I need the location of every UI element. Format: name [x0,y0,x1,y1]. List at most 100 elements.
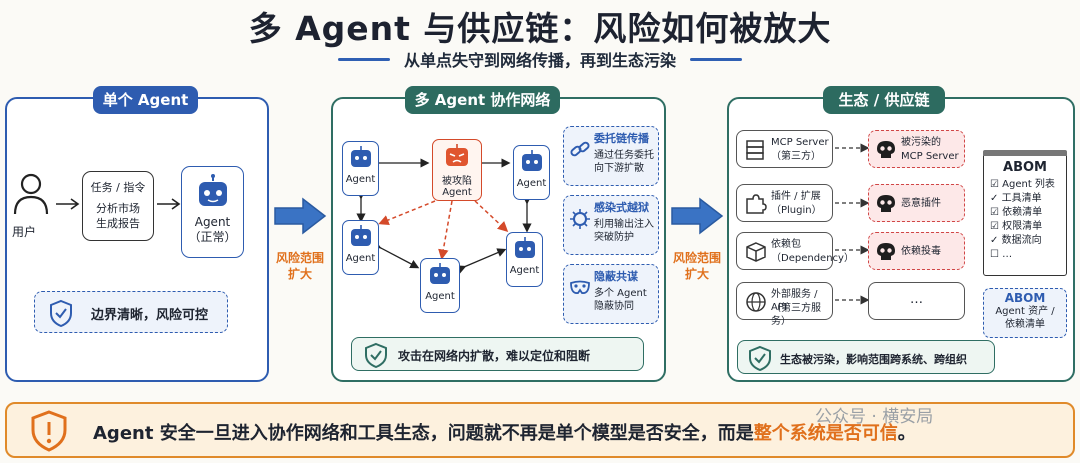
arrow-right-icon [56,198,80,210]
check-icon: ✓ [990,193,999,204]
agent-node-2: Agent [513,145,550,200]
robot-icon [430,263,450,284]
card-line2: 突破防护 [594,232,634,243]
abom-tag-line1: Agent 资产 / [995,306,1055,317]
supply-item-mcp: MCP Server （第三方） [736,130,833,168]
globe-icon [746,292,766,312]
link-icon [570,141,590,157]
virus-icon [570,209,590,229]
card-line1: 多个 Agent [594,288,647,299]
risk-item-mcp: 被污染的 MCP Server [868,130,965,168]
panel1-note-text: 边界清晰，风险可控 [91,308,209,323]
abom-tag: ABOM Agent 资产 / 依赖清单 [983,288,1067,338]
card-delegation: 委托链传播 通过任务委托 向下游扩散 [563,126,659,186]
card-title: 委托链传播 [594,132,649,145]
arrow2-line2: 扩大 [684,267,709,281]
supply-item-api: 外部服务 / API （第三方服务） [736,282,833,327]
shield-alert-icon [31,410,67,452]
robot-icon [350,146,371,167]
abom-tag-title: ABOM [1004,291,1046,305]
robot-icon [521,150,542,171]
panel2-note-text: 攻击在网络内扩散，难以定位和阻断 [398,349,591,363]
bottom-text-highlight: 整个系统是否可信 [753,423,898,444]
risk-line1: 依赖投毒 [901,246,941,257]
subtitle-wrap: 从单点失守到网络传播，再到生态污染 [0,47,1080,71]
task-line3: 生成报告 [96,217,140,230]
panel-supply-chain-tag: 生态 / 供应链 [823,86,945,114]
subtitle-line-right [690,58,742,61]
abom-item-label: 权限清单 [1002,221,1043,232]
big-arrow-icon [274,197,327,235]
checkbox-icon: ☑ [990,221,999,232]
robot-icon [198,174,227,206]
big-arrow-icon [671,197,724,235]
puzzle-icon [746,194,767,214]
arrow-right-icon [157,198,181,210]
supply-item-line2: （第三方服务） [771,303,821,327]
card-collusion: 隐蔽共谋 多个 Agent 隐蔽协同 [563,264,659,324]
task-line1: 任务 / 指令 [90,181,146,194]
supply-item-line1: 外部服务 / API [771,289,818,313]
supply-item-line2: （第三方） [771,151,821,162]
check-icon: ✓ [990,235,999,246]
card-title: 隐蔽共谋 [594,270,638,283]
skull-icon [877,195,895,212]
abom-item: ✓ 数据流向 [990,234,1066,248]
angry-robot-icon [446,144,468,166]
mask-icon [570,280,590,294]
agent-normal-box: Agent （正常） [181,166,244,258]
abom-item-label: 依赖清单 [1002,207,1043,218]
attacked-line2: Agent [442,187,472,198]
package-icon [746,242,766,262]
panel1-note: 边界清晰，风险可控 [34,291,228,333]
agent-node-label: Agent [425,291,455,302]
agent-node-1: Agent [342,141,379,196]
supply-item-line2: （Plugin） [771,205,822,216]
bottom-text-main: Agent 安全一旦进入协作网络和工具生态，问题就不再是单个模型是否安全，而是 [93,423,754,444]
watermark: 公众号 · 横安局 [815,407,934,427]
card-line1: 利用输出注入 [594,219,654,230]
page-title: 多 Agent 与供应链：风险如何被放大 [248,9,832,48]
abom-item: ☑ 权限清单 [990,220,1066,234]
abom-item: ☐ … [990,248,1066,262]
risk-line1: 恶意插件 [901,198,941,209]
shield-check-icon [365,342,387,368]
abom-item-label: … [1002,249,1013,260]
supply-item-line1: MCP Server [771,137,829,148]
abom-item: ☑ 依赖清单 [990,206,1066,220]
risk-line1: 被污染的 [901,137,941,148]
agent-normal-line1: Agent [194,215,231,229]
bottom-banner: Agent 安全一旦进入协作网络和工具生态，问题就不再是单个模型是否安全，而是整… [5,402,1075,458]
abom-title: ABOM [1003,160,1047,175]
supply-connectors [835,143,870,305]
task-box: 任务 / 指令 分析市场 生成报告 [82,171,154,241]
user-label: 用户 [12,225,37,239]
abom-item-label: 数据流向 [1001,235,1042,246]
arrow2-label: 风险范围 扩大 [667,250,727,282]
robot-icon [514,237,535,258]
abom-tag-line2: 依赖清单 [1005,319,1045,330]
bottom-text: Agent 安全一旦进入协作网络和工具生态，问题就不再是单个模型是否安全，而是整… [93,419,916,445]
arrow1-line2: 扩大 [287,267,312,281]
subtitle-line-left [338,58,390,61]
task-line2: 分析市场 [96,202,140,215]
user-icon [13,173,49,215]
panel-multi-agent-tag: 多 Agent 协作网络 [405,86,560,114]
abom-header-bar [983,150,1067,156]
agent-node-label: Agent [509,265,540,276]
agent-node-label: Agent [516,178,547,189]
attacked-agent-node: 被攻陷 Agent [432,139,482,201]
skull-icon [877,141,895,158]
arrow1-line1: 风险范围 [275,251,324,265]
card-jailbreak: 感染式越狱 利用输出注入 突破防护 [563,195,659,255]
risk-item-plugin: 恶意插件 [868,184,965,222]
card-line2: 隐蔽协同 [594,301,634,312]
panel2-note: 攻击在网络内扩散，难以定位和阻断 [351,337,644,371]
card-line1: 通过任务委托 [594,150,654,161]
attacked-line1: 被攻陷 [442,176,472,187]
abom-item: ☑ Agent 列表 [990,178,1066,192]
abom-document: ABOM ☑ Agent 列表 ✓ 工具清单 ☑ 依赖清单 ☑ 权限清单 ✓ 数… [983,150,1067,276]
server-icon [746,140,764,160]
abom-list: ☑ Agent 列表 ✓ 工具清单 ☑ 依赖清单 ☑ 权限清单 ✓ 数据流向 ☐… [984,178,1066,262]
risk-item-dependency: 依赖投毒 [868,232,965,270]
